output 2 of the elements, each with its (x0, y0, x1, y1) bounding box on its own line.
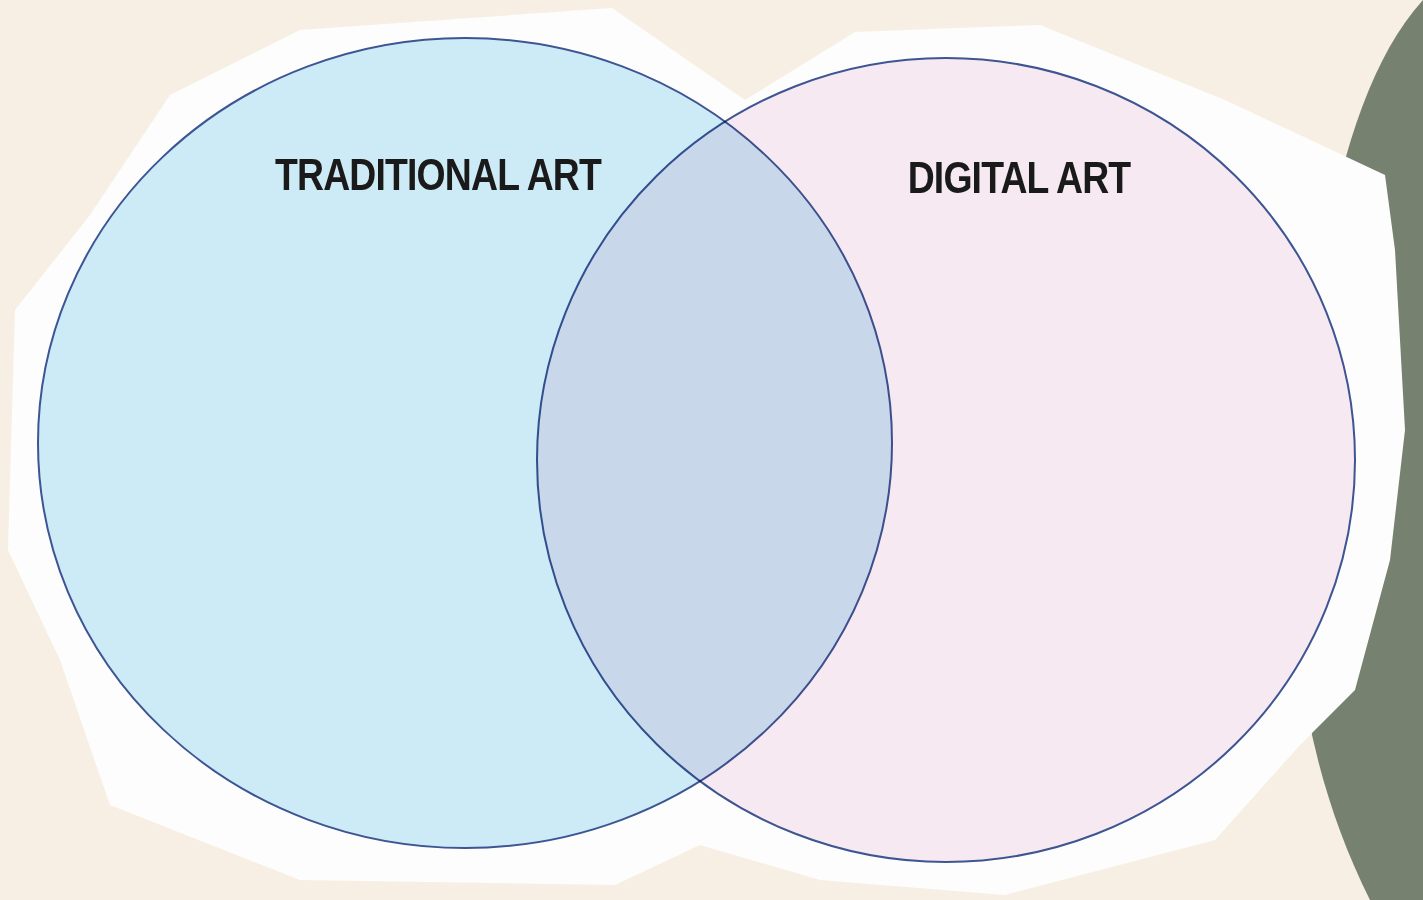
circle-title: TRADITIONAL ART (275, 150, 601, 200)
circle-title: DIGITAL ART (907, 153, 1131, 203)
